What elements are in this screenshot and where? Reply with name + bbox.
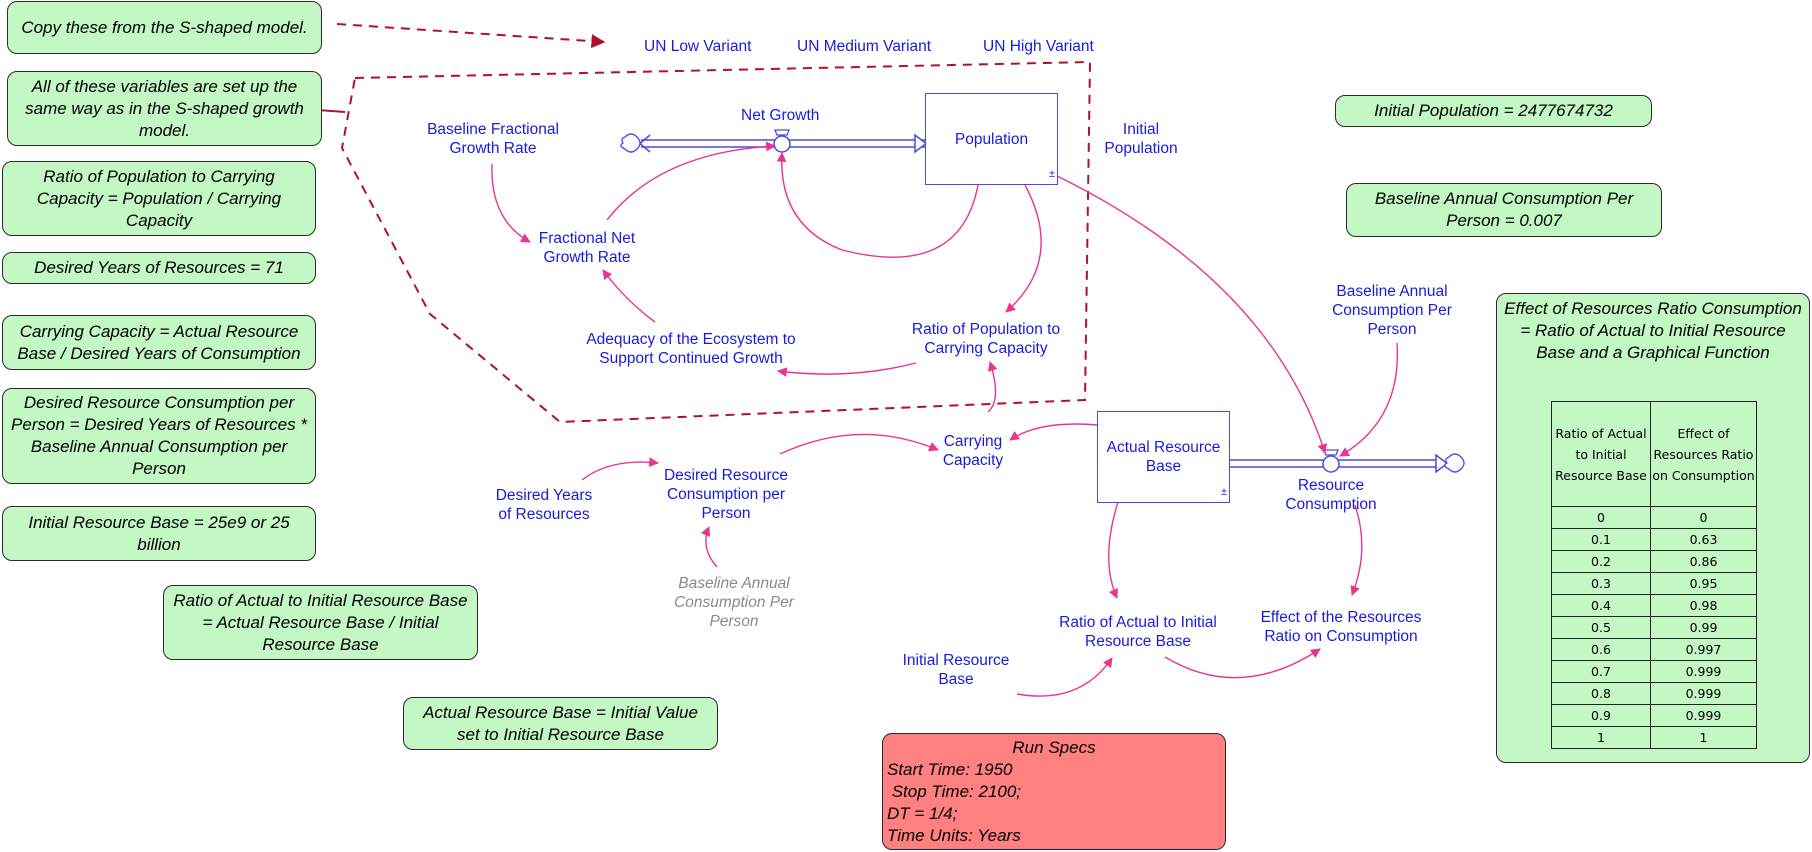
lookup-y-cell: 0.98: [1650, 594, 1757, 617]
lookup-x-cell: 1: [1551, 726, 1651, 749]
run-spec-start: Start Time: 1950: [887, 760, 1013, 779]
lookup-y-cell: 0: [1650, 506, 1757, 529]
var-ratio-actual-initial[interactable]: Ratio of Actual to Initial Resource Base: [1059, 614, 1217, 650]
lookup-x-cell: 0.4: [1551, 594, 1651, 617]
lookup-x-cell: 0.6: [1551, 638, 1651, 661]
graphical-function-title: Effect of Resources Ratio Consumption = …: [1504, 299, 1802, 362]
var-baseline-annual[interactable]: Baseline Annual Consumption Per Person: [1332, 283, 1452, 338]
lookup-table: Ratio of Actual to Initial Resource Base…: [1551, 401, 1757, 749]
var-initial-resource-base[interactable]: Initial Resource Base: [902, 652, 1010, 688]
lookup-y-cell: 1: [1650, 726, 1757, 749]
var-fractional-net[interactable]: Fractional Net Growth Rate: [538, 230, 636, 266]
lookup-x-cell: 0: [1551, 506, 1651, 529]
stock-actual-resource-base[interactable]: Actual Resource Base ±: [1097, 411, 1230, 503]
lookup-y-cell: 0.63: [1650, 528, 1757, 551]
graphical-function-note: Effect of Resources Ratio Consumption = …: [1496, 293, 1810, 763]
var-initial-population[interactable]: Initial Population: [1104, 121, 1178, 157]
net-growth-flow: [620, 129, 928, 154]
lookup-x-cell: 0.3: [1551, 572, 1651, 595]
var-resource-consumption[interactable]: Resource Consumption: [1285, 477, 1377, 513]
lookup-x-cell: 0.5: [1551, 616, 1651, 639]
var-net-growth[interactable]: Net Growth: [741, 107, 820, 124]
lookup-y-cell: 0.86: [1650, 550, 1757, 573]
variant-low-label: UN Low Variant: [644, 38, 752, 55]
var-desired-resource[interactable]: Desired Resource Consumption per Person: [663, 467, 789, 522]
stock-population[interactable]: Population ±: [925, 93, 1058, 185]
copy-pointer-arrow: [336, 23, 606, 49]
note-initial-population: Initial Population = 2477674732: [1335, 95, 1652, 127]
variant-high-label: UN High Variant: [983, 38, 1094, 55]
resource-consumption-flow: [1230, 449, 1465, 474]
lookup-y-cell: 0.99: [1650, 616, 1757, 639]
run-specs-title: Run Specs: [1012, 738, 1096, 757]
lookup-x-cell: 0.8: [1551, 682, 1651, 705]
stock-actual-resource-label: Actual Resource Base: [1106, 439, 1221, 475]
lookup-x-cell: 0.9: [1551, 704, 1651, 727]
note-actual-resource-base: Actual Resource Base = Initial Value set…: [403, 697, 718, 750]
run-specs-note: Run Specs Start Time: 1950 Stop Time: 21…: [882, 733, 1226, 850]
lookup-y-cell: 0.999: [1650, 704, 1757, 727]
run-spec-stop: Stop Time: 2100;: [887, 782, 1022, 801]
variant-medium-label: UN Medium Variant: [797, 38, 932, 55]
note-ratio-actual: Ratio of Actual to Initial Resource Base…: [163, 585, 478, 660]
note-desired-years: Desired Years of Resources = 71: [2, 252, 316, 284]
note-ratio-population: Ratio of Population to Carrying Capacity…: [2, 161, 316, 236]
var-baseline-fractional[interactable]: Baseline Fractional Growth Rate: [427, 121, 559, 157]
var-baseline-annual-ghost[interactable]: Baseline Annual Consumption Per Person: [674, 575, 794, 630]
lookup-col-y: Effect of Resources Ratio on Consumption: [1650, 401, 1757, 507]
stock-actual-resource-marker: ±: [1220, 486, 1227, 498]
var-adequacy[interactable]: Adequacy of the Ecosystem to Support Con…: [586, 331, 796, 367]
var-carrying-capacity[interactable]: Carrying Capacity: [942, 433, 1004, 469]
var-desired-years[interactable]: Desired Years of Resources: [495, 487, 593, 523]
note-carrying-capacity: Carrying Capacity = Actual Resource Base…: [2, 315, 316, 370]
note-baseline-consumption: Baseline Annual Consumption Per Person =…: [1346, 183, 1662, 237]
causal-links: [491, 141, 1399, 697]
lookup-y-cell: 0.997: [1650, 638, 1757, 661]
stock-population-label: Population: [954, 130, 1029, 148]
lookup-y-cell: 0.999: [1650, 682, 1757, 705]
lookup-x-cell: 0.1: [1551, 528, 1651, 551]
lookup-col-x: Ratio of Actual to Initial Resource Base: [1551, 401, 1651, 507]
lookup-x-cell: 0.7: [1551, 660, 1651, 683]
lookup-y-cell: 0.95: [1650, 572, 1757, 595]
lookup-x-cell: 0.2: [1551, 550, 1651, 573]
run-spec-units: Time Units: Years: [887, 826, 1021, 845]
run-spec-dt: DT = 1/4;: [887, 804, 958, 823]
var-ratio-pop-cc[interactable]: Ratio of Population to Carrying Capacity: [911, 321, 1061, 357]
note-same-setup: All of these variables are set up the sa…: [7, 71, 322, 146]
note-connector: [317, 109, 346, 113]
stock-population-marker: ±: [1048, 168, 1055, 180]
note-initial-resource: Initial Resource Base = 25e9 or 25 billi…: [2, 506, 316, 561]
model-boundary: [340, 60, 1092, 424]
lookup-y-cell: 0.999: [1650, 660, 1757, 683]
note-copy-from-model: Copy these from the S-shaped model.: [7, 1, 322, 54]
note-desired-consumption: Desired Resource Consumption per Person …: [2, 388, 316, 484]
var-effect-resources[interactable]: Effect of the Resources Ratio on Consump…: [1260, 609, 1422, 645]
